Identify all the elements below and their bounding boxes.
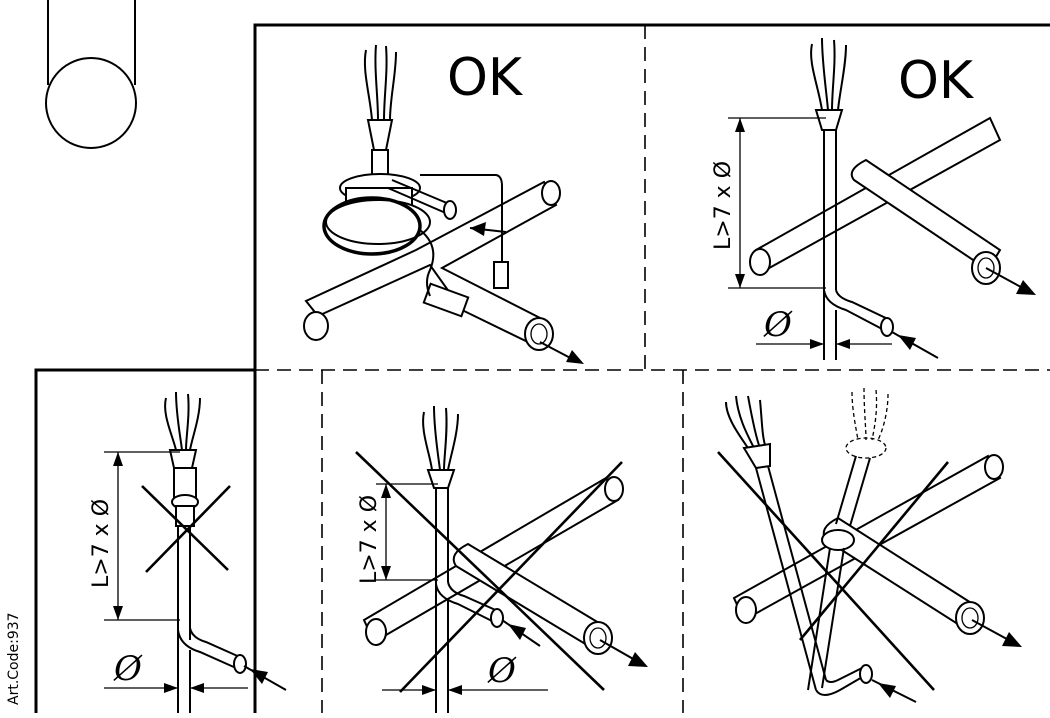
pipe-section-icon — [45, 0, 137, 149]
dimension-label-3: L>7 x Ø — [89, 499, 114, 588]
sensor-1 — [322, 44, 584, 364]
dimension-2: L>7 x Ø Ø — [711, 117, 892, 349]
dimension-label-4: L>7 x Ø — [357, 495, 382, 584]
pipe-2 — [749, 116, 1036, 295]
panel-5-incorrect — [717, 387, 1022, 703]
panel-frame — [34, 23, 1050, 713]
pipe-4 — [362, 476, 648, 667]
sensor-5a — [725, 395, 917, 703]
dimension-4: L>7 x Ø Ø — [357, 483, 548, 695]
dimension-3: L>7 x Ø Ø — [89, 451, 248, 693]
panel-3-incorrect: L>7 x Ø Ø — [89, 391, 287, 713]
phi-label-2: Ø — [763, 305, 793, 345]
sensor-2 — [810, 37, 939, 360]
cross-mark-5 — [717, 451, 949, 691]
article-code: Art.Code:937 — [6, 612, 22, 705]
pipe-1 — [303, 180, 561, 351]
sensor-3 — [164, 391, 287, 713]
panel-4-incorrect: L>7 x Ø Ø — [355, 405, 648, 713]
ok-label-2: OK — [898, 51, 975, 111]
cross-mark-4 — [355, 451, 623, 693]
panel-2-straight-sensor: OK — [711, 37, 1036, 360]
pipe-5 — [732, 454, 1022, 647]
phi-label-3: Ø — [487, 651, 517, 691]
cross-mark-3 — [141, 485, 231, 573]
phi-label-1: Ø — [113, 649, 143, 689]
dimension-label-2: L>7 x Ø — [711, 161, 736, 250]
panel-1-clamp-sensor: OK — [303, 44, 584, 364]
ok-label-1: OK — [447, 48, 524, 108]
